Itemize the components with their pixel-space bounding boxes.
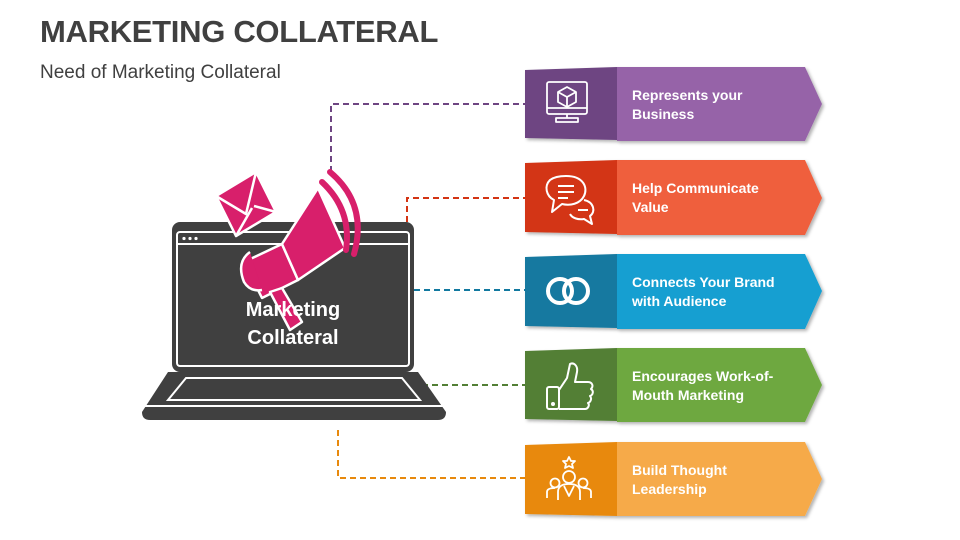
slide-title: MARKETING COLLATERAL (40, 14, 439, 49)
slide-subtitle: Need of Marketing Collateral (40, 62, 281, 83)
item-ribbons (525, 67, 822, 516)
item-word-of-mouth: Encourages Work-of-Mouth Marketing (525, 348, 825, 424)
thumbs-up-icon (546, 362, 594, 410)
connector-1 (330, 103, 525, 172)
chat-bubbles-icon (545, 175, 595, 225)
connector-5 (337, 430, 525, 479)
ribbon-5 (525, 442, 822, 516)
ribbon-1 (525, 67, 822, 141)
linked-rings-icon (546, 277, 590, 305)
connector-2 (406, 197, 525, 222)
center-label: Marketing Collateral (210, 296, 376, 352)
ribbon-2 (525, 160, 822, 235)
center-label-line1: Marketing (245, 299, 341, 321)
monitor-cube-icon (546, 81, 588, 123)
megaphone-icon (214, 169, 361, 332)
item-label: Encourages Work-of-Mouth Marketing (632, 368, 774, 403)
team-leader-star-icon (546, 456, 592, 500)
center-label-line2: Collateral (247, 327, 339, 349)
connector-lines (330, 103, 525, 479)
